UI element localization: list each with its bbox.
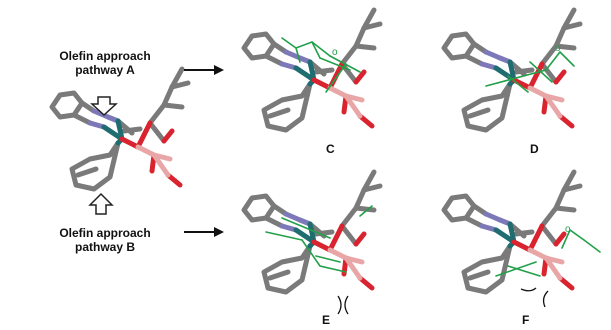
oxygen-label-c: o (332, 47, 338, 58)
olefin-f (495, 228, 601, 277)
panel-label-c: C (326, 142, 335, 156)
olefin-e (265, 205, 373, 273)
pathway-b-label: Olefin approach pathway B (30, 226, 180, 254)
approach-arrow-b (88, 192, 114, 215)
pathway-arrow-b (184, 227, 224, 237)
oxygen-label-d: o (555, 43, 561, 54)
molecule-left (52, 69, 188, 189)
steric-clash-f (520, 287, 549, 308)
molecule-f (444, 172, 580, 292)
pathway-a-line1: Olefin approach (59, 49, 151, 63)
molecule-e (244, 172, 380, 292)
pathway-b-line2: pathway B (74, 240, 135, 254)
molecule-d (444, 10, 580, 130)
olefin-c (281, 37, 361, 93)
olefin-d (485, 50, 575, 93)
panel-label-d: D (530, 142, 539, 156)
steric-clash-e (337, 295, 349, 315)
molecule-c (244, 10, 380, 130)
pathway-a-label: Olefin approach pathway A (30, 49, 180, 77)
pathway-a-line2: pathway A (75, 63, 135, 77)
oxygen-label-f: o (565, 224, 571, 235)
panel-label-f: F (522, 313, 530, 327)
pathway-b-line1: Olefin approach (59, 226, 151, 240)
panel-label-e: E (322, 313, 331, 327)
pathway-arrow-a (184, 65, 224, 75)
approach-arrow-a (90, 96, 118, 117)
